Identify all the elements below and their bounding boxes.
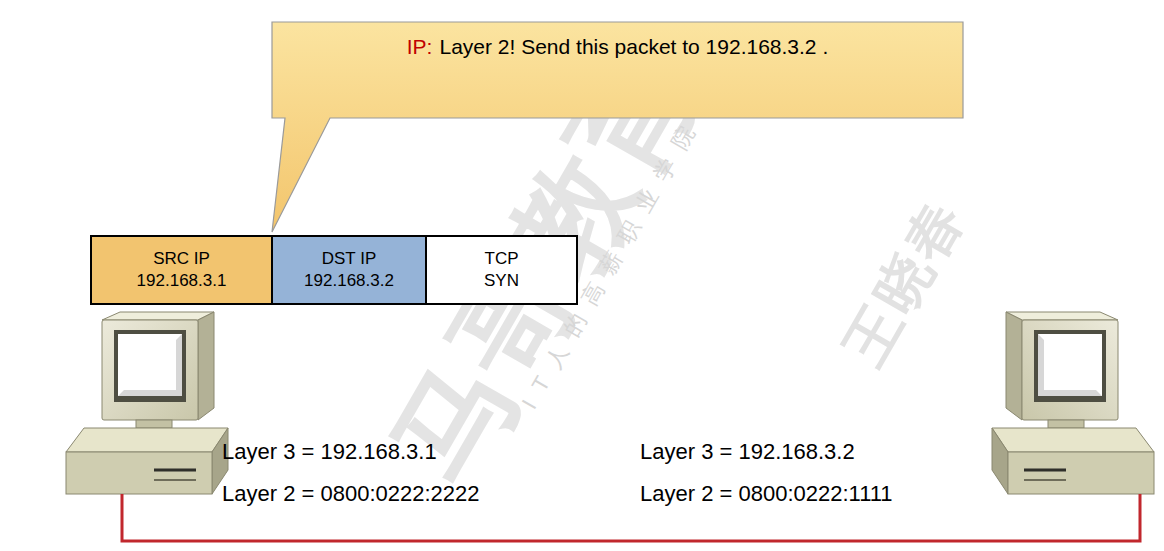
address-label: Layer 2 = 0800:0222:2222 [222, 481, 480, 507]
watermark: 王晓春 [827, 185, 983, 379]
host-computer: Layer 3 = 192.168.3.2Layer 2 = 0800:0222… [990, 312, 1160, 494]
field-label: SYN [484, 270, 519, 292]
packet-field: TCPSYN [425, 235, 578, 305]
address-label: Layer 2 = 0800:0222:1111 [640, 481, 893, 507]
host-computer: Layer 3 = 192.168.3.1Layer 2 = 0800:0222… [62, 312, 230, 494]
callout-shape [272, 22, 963, 232]
callout-text: IP: [407, 34, 433, 60]
callout-text: Layer 2! Send this packet to 192.168.3.2… [439, 34, 828, 60]
address-label: Layer 3 = 192.168.3.2 [640, 439, 855, 465]
computer-icon [66, 312, 228, 494]
computer-icon [992, 312, 1154, 494]
callout-bubble: IP:Layer 2! Send this packet to 192.168.… [272, 22, 963, 118]
field-label: SRC IP [153, 248, 210, 270]
field-label: DST IP [322, 248, 376, 270]
field-label: 192.168.3.1 [137, 270, 227, 292]
field-label: TCP [485, 248, 519, 270]
packet-field: SRC IP192.168.3.1 [90, 235, 273, 305]
packet-field: DST IP192.168.3.2 [271, 235, 427, 305]
field-label: 192.168.3.2 [304, 270, 394, 292]
address-label: Layer 3 = 192.168.3.1 [222, 439, 437, 465]
